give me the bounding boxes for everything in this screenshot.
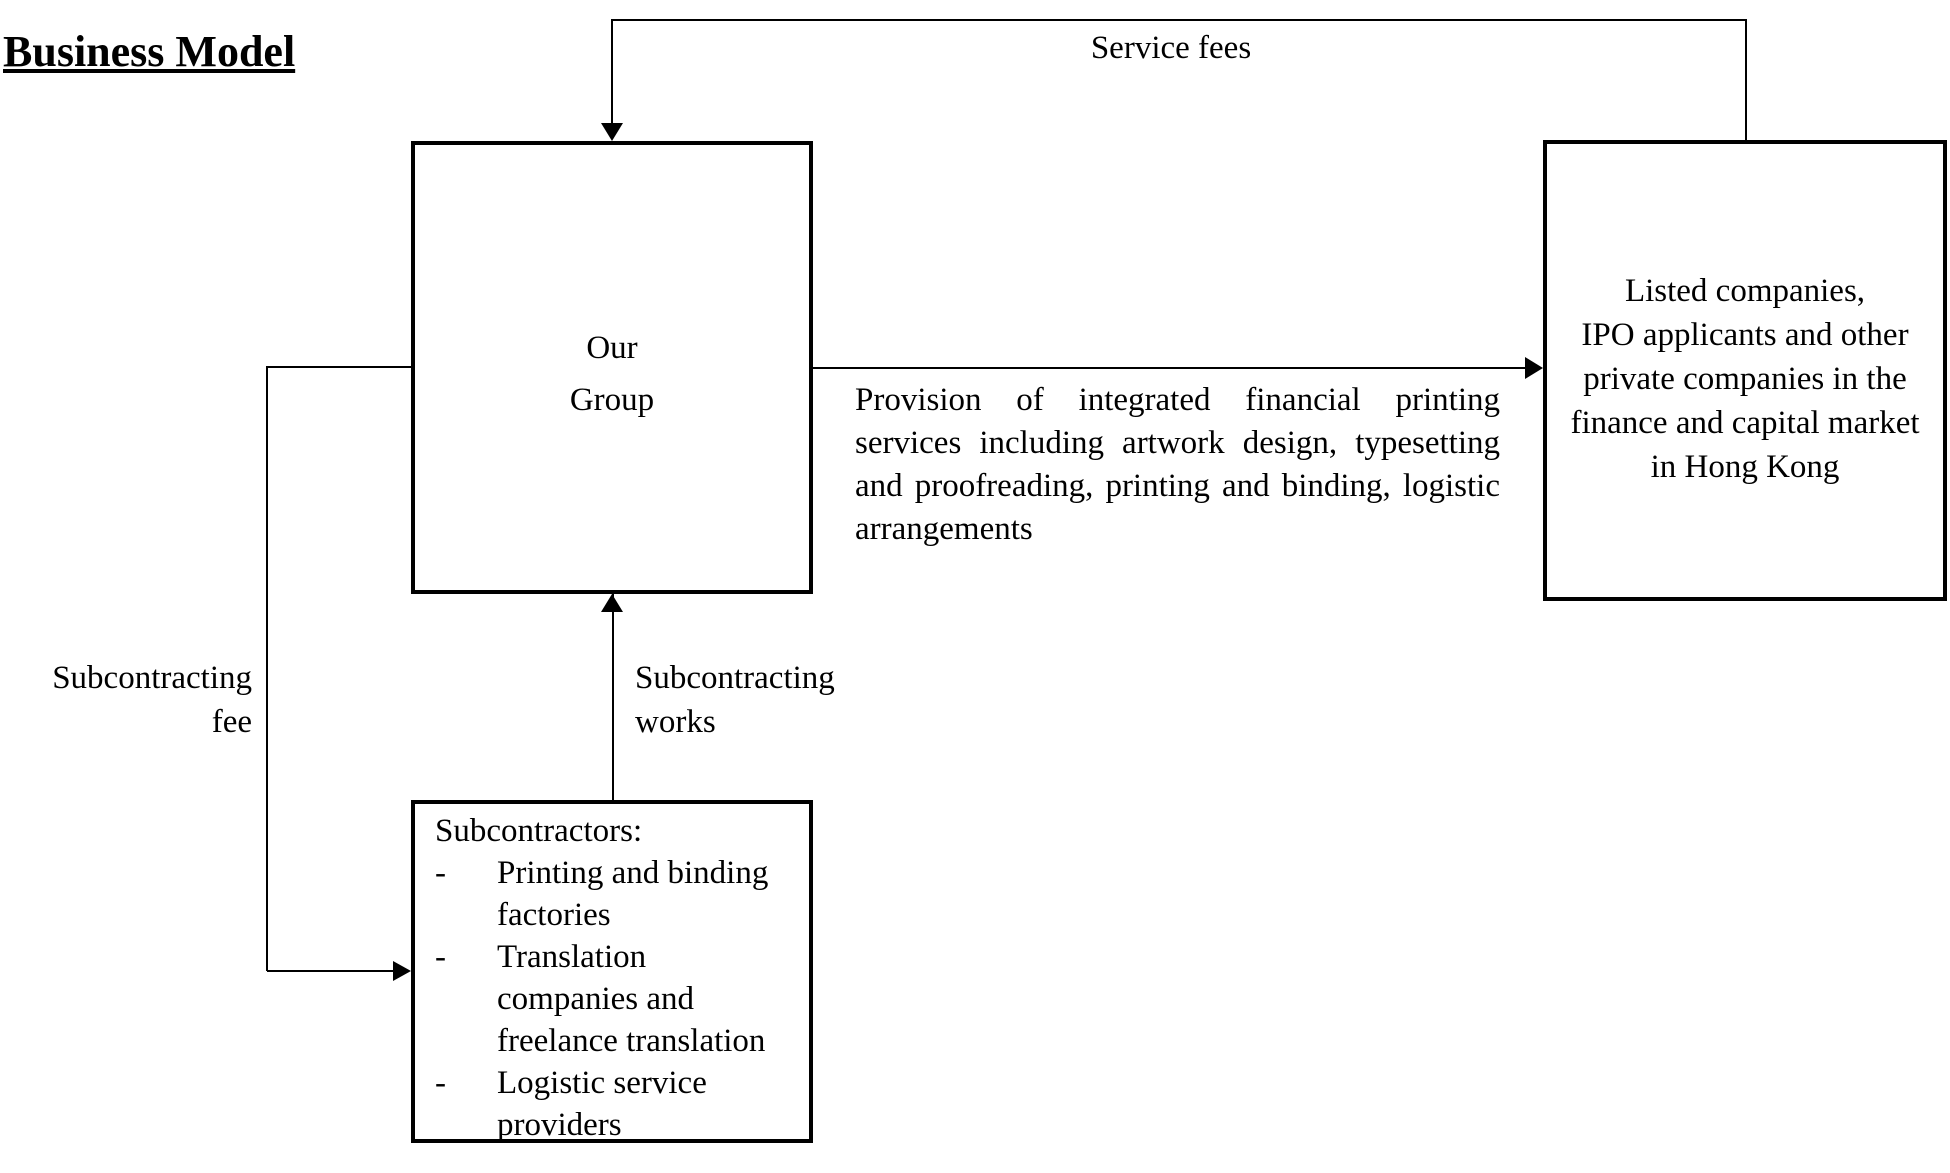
arrowhead-right-icon bbox=[1525, 357, 1543, 379]
subcontracting-fee-label: Subcontracting fee bbox=[0, 656, 252, 744]
list-item: - Printing and binding factories bbox=[435, 852, 801, 936]
arrowhead-right-icon bbox=[393, 961, 411, 981]
clients-label-line-1: Listed companies, bbox=[1624, 272, 1866, 309]
service-fees-line-left-drop bbox=[611, 19, 613, 125]
list-item: - Logistic service providers bbox=[435, 1062, 801, 1146]
subcontracting-fee-line-vertical bbox=[266, 366, 268, 971]
subcontractor-item-1: Printing and binding factories bbox=[497, 855, 769, 933]
clients-label-line-3: private companies in the bbox=[1583, 360, 1907, 397]
subcontractors-heading: Subcontractors: bbox=[435, 813, 643, 849]
provision-label-line-2: services including artwork design, types… bbox=[855, 425, 1500, 461]
service-fees-line-top bbox=[612, 19, 1747, 21]
subcontracting-fee-line-top bbox=[267, 366, 411, 368]
subcontracting-fee-label-line-2: fee bbox=[211, 704, 252, 740]
subcontracting-fee-label-line-1: Subcontracting bbox=[52, 660, 252, 696]
subcontractor-item-2: Translation companies and freelance tran… bbox=[497, 939, 766, 1059]
provision-arrow-line bbox=[813, 367, 1525, 369]
subcontractors-box: Subcontractors: - Printing and binding f… bbox=[411, 800, 813, 1143]
bullet-dash: - bbox=[435, 855, 446, 891]
bullet-dash: - bbox=[435, 939, 446, 975]
arrowhead-down-icon bbox=[601, 123, 623, 141]
subcontracting-works-line bbox=[612, 594, 614, 800]
bullet-dash: - bbox=[435, 1065, 446, 1101]
clients-label-line-4: finance and capital market bbox=[1570, 404, 1920, 441]
provision-label: Provision of integrated financial printi… bbox=[855, 379, 1500, 551]
our-group-label-line-2: Group bbox=[569, 381, 655, 418]
subcontracting-fee-line-bottom bbox=[267, 970, 395, 972]
list-item: - Translation companies and freelance tr… bbox=[435, 936, 801, 1062]
page-title: Business Model bbox=[3, 27, 296, 76]
clients-box: Listed companies, IPO applicants and oth… bbox=[1543, 140, 1947, 601]
service-fees-line-right-drop bbox=[1745, 19, 1747, 140]
arrowhead-up-icon bbox=[601, 594, 623, 612]
provision-label-line-1: Provision of integrated financial printi… bbox=[855, 382, 1500, 418]
service-fees-label: Service fees bbox=[1090, 30, 1252, 66]
provision-label-line-4: arrangements bbox=[855, 511, 1033, 547]
subcontracting-works-label-line-2: works bbox=[635, 704, 716, 740]
clients-label-line-2: IPO applicants and other bbox=[1581, 316, 1909, 353]
subcontracting-works-label: Subcontracting works bbox=[635, 656, 955, 744]
clients-label-line-5: in Hong Kong bbox=[1650, 448, 1840, 485]
provision-label-line-3: and proofreading, printing and binding, … bbox=[855, 468, 1500, 504]
our-group-box: Our Group bbox=[411, 141, 813, 594]
subcontractor-item-3: Logistic service providers bbox=[497, 1065, 707, 1143]
subcontracting-works-label-line-1: Subcontracting bbox=[635, 660, 835, 696]
our-group-label-line-1: Our bbox=[586, 329, 638, 366]
